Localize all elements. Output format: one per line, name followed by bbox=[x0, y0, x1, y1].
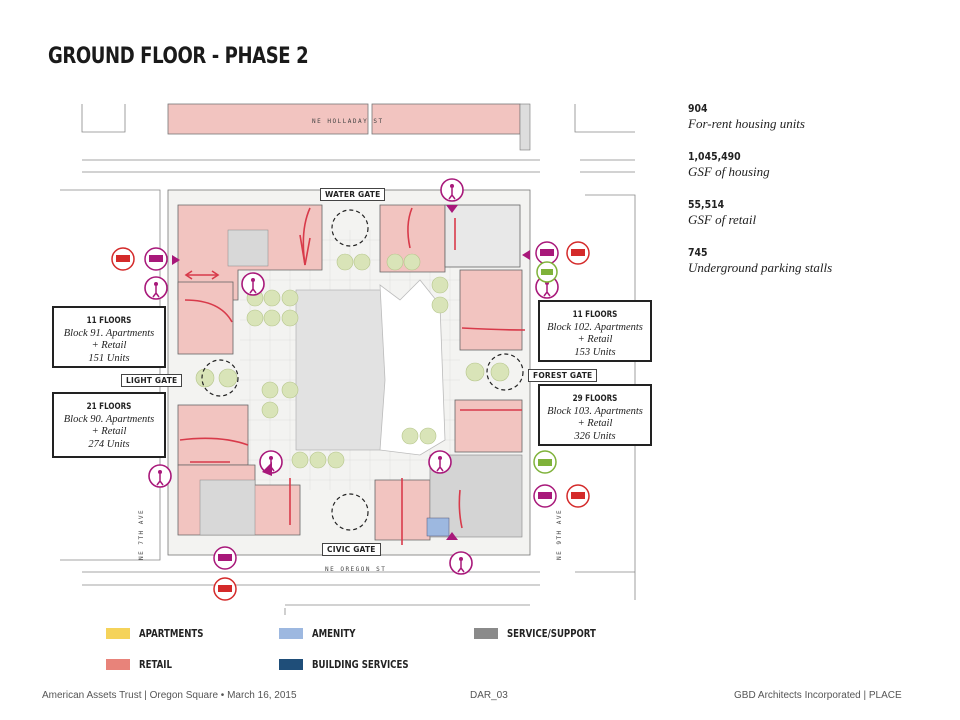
block-91-floors: 11 FLOORS bbox=[86, 316, 132, 326]
block-103-line3: 326 Units bbox=[574, 430, 616, 442]
legend-swatch bbox=[279, 659, 303, 670]
legend-retail: RETAIL bbox=[106, 658, 181, 671]
block-102-line1: Block 102. Apartments bbox=[547, 321, 643, 333]
block-103-line2: + Retail bbox=[577, 418, 613, 429]
stat-label: GSF of retail bbox=[688, 212, 757, 227]
project-stats: 904 For-rent housing units 1,045,490 GSF… bbox=[688, 102, 938, 294]
block-91-line1: Block 91. Apartments bbox=[63, 327, 155, 339]
footer-center: DAR_03 bbox=[470, 690, 508, 701]
street-label-north: NE HOLLADAY ST bbox=[312, 118, 384, 125]
light-gate-label: LIGHT GATE bbox=[121, 374, 183, 387]
stat-gsf-retail: 55,514 GSF of retail bbox=[688, 198, 938, 228]
water-gate-label: WATER GATE bbox=[320, 188, 386, 201]
legend-label: APARTMENTS bbox=[139, 627, 204, 640]
legend-label: SERVICE/SUPPORT bbox=[507, 627, 596, 640]
stat-label: For-rent housing units bbox=[688, 116, 805, 131]
footer-right: GBD Architects Incorporated | PLACE bbox=[734, 690, 902, 701]
civic-gate-label: CIVIC GATE bbox=[322, 543, 381, 556]
page-title: GROUND FLOOR - PHASE 2 bbox=[48, 44, 309, 69]
block-102-floors: 11 FLOORS bbox=[572, 310, 618, 320]
legend-swatch bbox=[474, 628, 498, 639]
legend-label: AMENITY bbox=[312, 627, 356, 640]
street-label-south: NE OREGON ST bbox=[325, 566, 387, 573]
footer-left: American Assets Trust | Oregon Square • … bbox=[42, 690, 297, 701]
callout-block-91: 11 FLOORS Block 91. Apartments + Retail … bbox=[52, 306, 166, 368]
legend-swatch bbox=[106, 628, 130, 639]
callout-block-90: 21 FLOORS Block 90. Apartments + Retail … bbox=[52, 392, 166, 458]
legend-swatch bbox=[279, 628, 303, 639]
stat-value: 1,045,490 bbox=[688, 150, 741, 163]
callout-block-102: 11 FLOORS Block 102. Apartments + Retail… bbox=[538, 300, 652, 362]
block-91-line3: 151 Units bbox=[88, 352, 130, 364]
block-90-line3: 274 Units bbox=[88, 438, 130, 450]
legend-service-support: SERVICE/SUPPORT bbox=[474, 627, 621, 640]
stat-label: GSF of housing bbox=[688, 164, 770, 179]
stat-label: Underground parking stalls bbox=[688, 260, 833, 275]
block-102-line3: 153 Units bbox=[574, 346, 616, 358]
street-label-east: NE 9TH AVE bbox=[556, 508, 563, 560]
stat-parking-stalls: 745 Underground parking stalls bbox=[688, 246, 938, 276]
block-90-line1: Block 90. Apartments bbox=[63, 413, 155, 425]
callout-block-103: 29 FLOORS Block 103. Apartments + Retail… bbox=[538, 384, 652, 446]
street-label-west: NE 7TH AVE bbox=[138, 508, 145, 560]
block-102-line2: + Retail bbox=[577, 334, 613, 345]
stat-gsf-housing: 1,045,490 GSF of housing bbox=[688, 150, 938, 180]
block-91-line2: + Retail bbox=[91, 340, 127, 351]
stat-housing-units: 904 For-rent housing units bbox=[688, 102, 938, 132]
stat-value: 904 bbox=[688, 102, 708, 115]
legend-apartments: APARTMENTS bbox=[106, 627, 222, 640]
block-103-floors: 29 FLOORS bbox=[572, 394, 618, 404]
legend-amenity: AMENITY bbox=[279, 627, 368, 640]
legend-building-services: BUILDING SERVICES bbox=[279, 658, 436, 671]
block-103-line1: Block 103. Apartments bbox=[547, 405, 643, 417]
block-90-floors: 21 FLOORS bbox=[86, 402, 132, 412]
legend-label: BUILDING SERVICES bbox=[312, 658, 409, 671]
stat-value: 55,514 bbox=[688, 198, 725, 211]
block-90-line2: + Retail bbox=[91, 426, 127, 437]
legend-swatch bbox=[106, 659, 130, 670]
stat-value: 745 bbox=[688, 246, 708, 259]
forest-gate-label: FOREST GATE bbox=[528, 369, 598, 382]
legend-label: RETAIL bbox=[139, 658, 172, 671]
